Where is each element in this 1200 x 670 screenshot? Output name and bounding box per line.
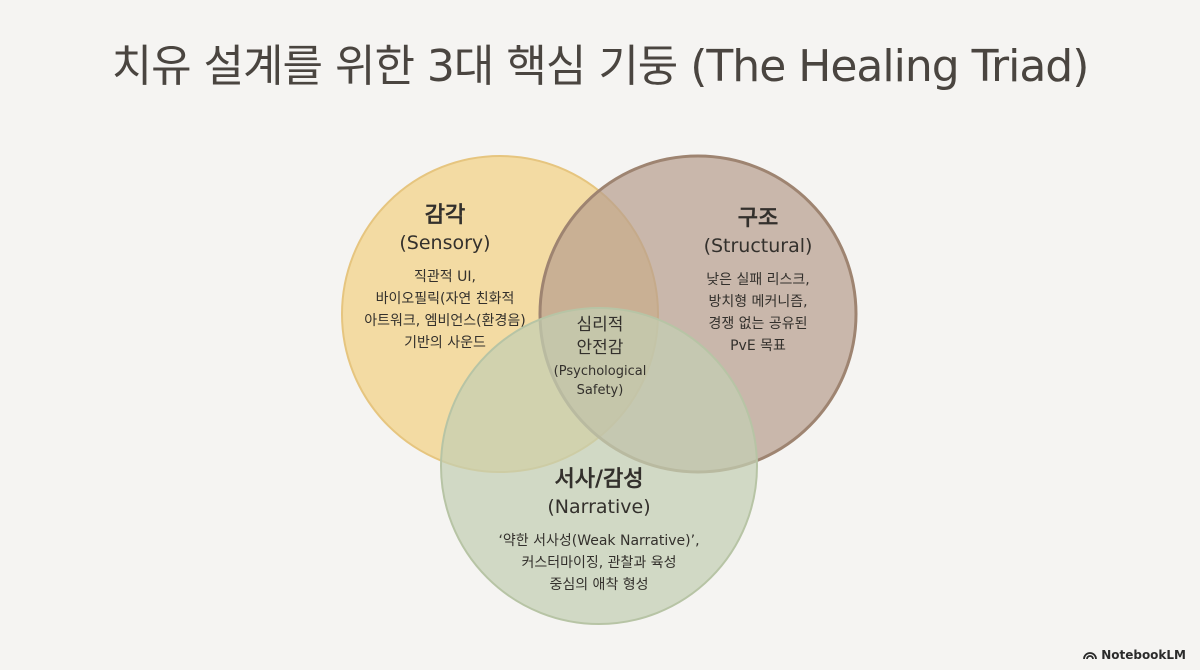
structural-line: 경쟁 없는 공유된 xyxy=(708,316,808,332)
center-title-line: 심리적 xyxy=(576,315,624,335)
sensory-label: 감각 (Sensory) 직관적 UI, 바이오필릭(자연 친화적 아트워크, … xyxy=(330,202,560,354)
center-subtitle-line: Safety) xyxy=(576,383,624,398)
circle-narrative xyxy=(440,307,758,625)
brand-label: NotebookLM xyxy=(1101,648,1186,662)
center-label: 심리적 안전감 (Psychological Safety) xyxy=(535,314,665,400)
sensory-description: 직관적 UI, 바이오필릭(자연 친화적 아트워크, 엠비언스(환경음) 기반의… xyxy=(330,266,560,354)
notebooklm-logo-icon xyxy=(1083,652,1098,660)
page-title: 치유 설계를 위한 3대 핵심 기둥 (The Healing Triad) xyxy=(111,41,1090,92)
structural-title: 구조 xyxy=(737,206,779,231)
structural-line: 방치형 메커니즘, xyxy=(708,294,808,310)
sensory-title: 감각 xyxy=(424,203,466,228)
narrative-subtitle: (Narrative) xyxy=(547,496,651,518)
structural-label: 구조 (Structural) 낮은 실패 리스크, 방치형 메커니즘, 경쟁 … xyxy=(643,205,873,357)
narrative-label: 서사/감성 (Narrative) ‘약한 서사성(Weak Narrative… xyxy=(459,466,739,596)
narrative-description: ‘약한 서사성(Weak Narrative)’, 커스터마이징, 관찰과 육성… xyxy=(459,530,739,596)
sensory-line: 아트워크, 엠비언스(환경음) xyxy=(364,313,526,329)
notebooklm-brand: NotebookLM xyxy=(1083,648,1186,662)
structural-description: 낮은 실패 리스크, 방치형 메커니즘, 경쟁 없는 공유된 PvE 목표 xyxy=(643,269,873,357)
sensory-subtitle: (Sensory) xyxy=(399,232,491,254)
narrative-line: 커스터마이징, 관찰과 육성 xyxy=(521,555,677,571)
sensory-line: 바이오필릭(자연 친화적 xyxy=(375,291,515,307)
structural-line: PvE 목표 xyxy=(730,338,786,354)
narrative-line: ‘약한 서사성(Weak Narrative)’, xyxy=(498,533,700,549)
sensory-line: 기반의 사운드 xyxy=(404,335,486,351)
narrative-title: 서사/감성 xyxy=(554,467,644,492)
structural-line: 낮은 실패 리스크, xyxy=(706,272,810,288)
narrative-line: 중심의 애착 형성 xyxy=(549,577,649,593)
center-title-line: 안전감 xyxy=(576,338,624,358)
center-subtitle-line: (Psychological xyxy=(553,364,647,379)
sensory-line: 직관적 UI, xyxy=(414,269,476,285)
structural-subtitle: (Structural) xyxy=(703,235,813,257)
